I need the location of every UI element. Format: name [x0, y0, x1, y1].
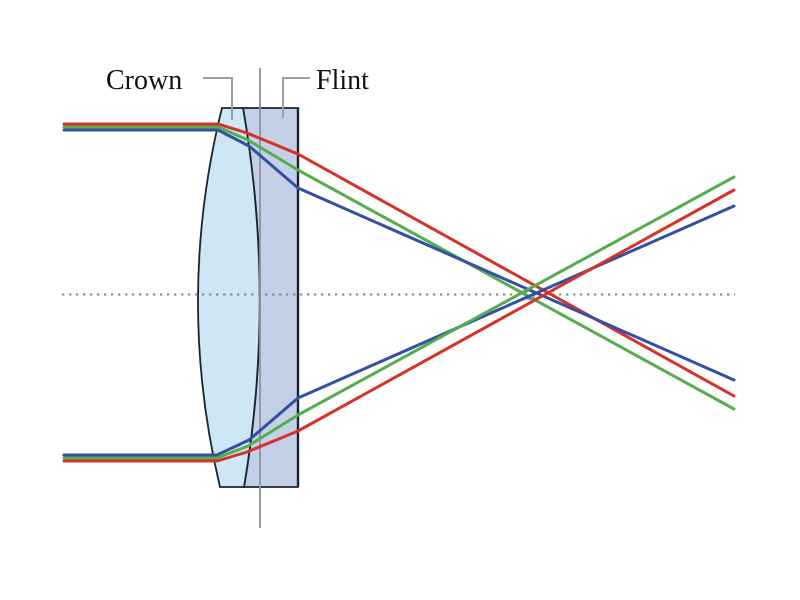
crown-label: Crown [106, 65, 182, 96]
lens-assembly [197, 107, 300, 488]
ray-blue-bottom [62, 204, 736, 457]
ray-blue-top [62, 128, 736, 382]
ray-green-bottom [62, 175, 736, 460]
crown-leader-line [203, 77, 233, 120]
annotations: Crown Flint [106, 65, 369, 96]
ray-red-bottom [62, 188, 736, 463]
flint-label: Flint [316, 65, 369, 96]
guide-lines [62, 68, 735, 528]
flint-leader-line [282, 77, 310, 118]
light-rays [62, 122, 736, 463]
crown-lens-shape [197, 107, 261, 488]
ray-green-top [62, 125, 736, 411]
ray-red-top [62, 122, 736, 398]
